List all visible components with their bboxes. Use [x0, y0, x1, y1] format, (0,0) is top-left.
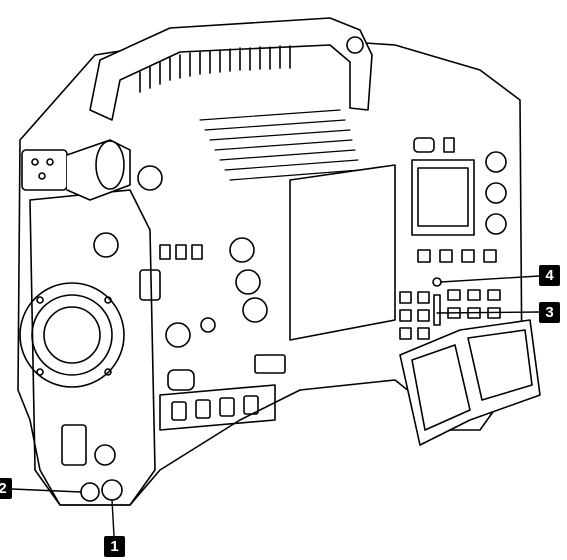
switch [467, 289, 481, 301]
dial [485, 151, 507, 173]
lcd-screen [417, 167, 469, 227]
dial [229, 237, 255, 263]
leader-line-4 [440, 275, 540, 283]
switch [399, 327, 412, 340]
switch [254, 354, 286, 374]
switch [399, 309, 412, 322]
switch [171, 401, 187, 421]
mount-bolt [104, 368, 112, 376]
switch [219, 397, 235, 417]
dial [93, 232, 119, 258]
switch [195, 399, 211, 419]
slot-3 [433, 294, 441, 326]
viewfinder-dot [38, 172, 46, 180]
switch [487, 289, 501, 301]
connector-2 [80, 482, 100, 502]
dial [200, 317, 216, 333]
switch [417, 327, 430, 340]
side-panel-cover [289, 164, 396, 341]
dial [94, 444, 116, 466]
switch [483, 249, 497, 263]
viewfinder-ring [95, 140, 125, 190]
viewfinder-eyepiece [21, 149, 68, 191]
switch [191, 244, 203, 260]
leader-line-2 [11, 488, 82, 493]
dial [165, 322, 191, 348]
connector-1 [101, 479, 123, 501]
switch [417, 249, 431, 263]
callout-1: 1 [104, 536, 125, 557]
cover-inner [467, 329, 533, 401]
switch [175, 244, 187, 260]
viewfinder-dot [46, 158, 54, 166]
lens-opening [43, 306, 101, 364]
switch [61, 424, 87, 466]
dial [485, 213, 507, 235]
diopter-knob [137, 165, 163, 191]
switch [139, 269, 161, 301]
cover-inner [411, 344, 471, 431]
switch [447, 289, 461, 301]
switch [417, 309, 430, 322]
front-plate [29, 189, 156, 506]
switch [399, 291, 412, 304]
switch [159, 244, 171, 260]
switch [243, 395, 259, 415]
leader-line-1 [111, 499, 115, 537]
mount-bolt [36, 296, 44, 304]
carrying-handle [89, 17, 373, 121]
callout-4: 4 [539, 265, 560, 286]
handle-screw [346, 36, 364, 54]
switch [417, 291, 430, 304]
handle-grip-ribs [139, 45, 291, 93]
mount-bolt [36, 368, 44, 376]
switch [443, 137, 455, 153]
dial [235, 269, 261, 295]
mount-bolt [104, 296, 112, 304]
top-vents [199, 109, 361, 181]
callout-3: 3 [539, 302, 560, 323]
lens-mount-ring [19, 282, 125, 388]
dial [242, 297, 268, 323]
dial [485, 182, 507, 204]
viewfinder-dot [31, 158, 39, 166]
switch [167, 369, 195, 391]
callout-2: 2 [0, 478, 12, 499]
side-button-panel [159, 384, 276, 431]
switch [413, 137, 435, 153]
switch [461, 249, 475, 263]
switch [439, 249, 453, 263]
lcd-display [411, 159, 475, 236]
leader-line-3 [436, 311, 540, 314]
